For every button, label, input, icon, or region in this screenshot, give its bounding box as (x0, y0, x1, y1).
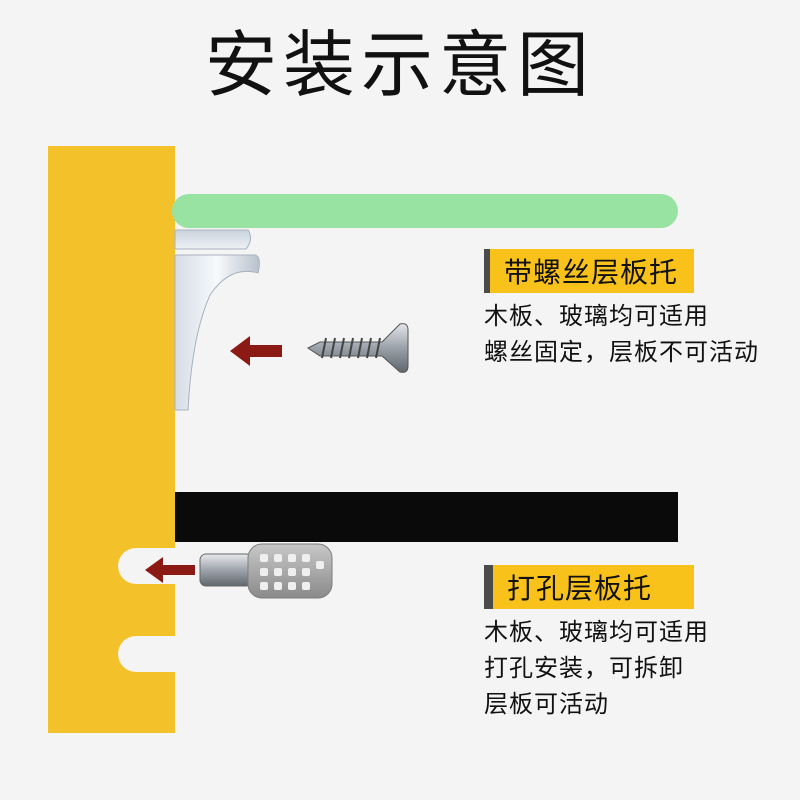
glass-shelf (172, 194, 678, 228)
page-title: 安装示意图 (204, 23, 595, 107)
screw-bracket-icon (174, 229, 260, 411)
label-accent-bar (484, 249, 490, 293)
screw-icon (307, 323, 409, 373)
description-line: 木板、玻璃均可适用 (484, 618, 709, 646)
label-accent-bar (484, 565, 493, 609)
screw-bracket-label: 带螺丝层板托 (484, 249, 694, 293)
description-line: 木板、玻璃均可适用 (484, 302, 709, 330)
arrow-left-icon (230, 336, 282, 366)
screw-bracket-description: 木板、玻璃均可适用 螺丝固定，层板不可活动 (484, 298, 759, 370)
pin-bracket-description: 木板、玻璃均可适用 打孔安装，可拆卸 层板可活动 (484, 614, 709, 722)
description-line: 螺丝固定，层板不可活动 (484, 338, 759, 366)
wood-shelf (175, 492, 678, 542)
shelf-pin-icon (199, 543, 333, 599)
description-line: 层板可活动 (484, 690, 609, 718)
pin-bracket-label: 打孔层板托 (484, 565, 694, 609)
arrow-left-icon (145, 557, 195, 583)
pin-bracket-label-text: 打孔层板托 (507, 572, 653, 605)
screw-bracket-label-text: 带螺丝层板托 (503, 256, 678, 289)
description-line: 打孔安装，可拆卸 (484, 654, 684, 682)
